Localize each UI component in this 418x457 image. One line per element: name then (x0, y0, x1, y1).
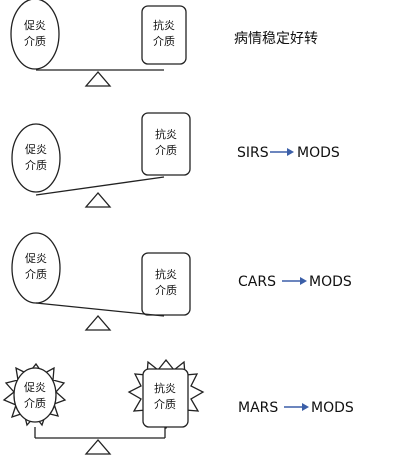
pro-inflammatory-ellipse (13, 367, 57, 423)
pro-label-line1: 促炎 (24, 18, 46, 32)
pro-label-line2: 介质 (25, 159, 47, 172)
outcome-label: MODS (297, 145, 340, 161)
anti-label-line1: 抗炎 (155, 127, 177, 141)
fulcrum-triangle (84, 71, 112, 87)
progression-arrow-head (287, 148, 294, 156)
balance-beam (35, 176, 165, 196)
condition-label: SIRS (237, 145, 269, 161)
condition-label: MARS (238, 400, 278, 416)
pro-label-line1: 促炎 (25, 142, 47, 156)
progression-arrow-head (302, 403, 309, 411)
progression-arrow-head (300, 277, 307, 285)
pro-label-line2: 介质 (25, 268, 47, 281)
pro-inflammatory-ellipse (10, 0, 60, 70)
pro-label-line1: 促炎 (25, 251, 47, 265)
outcome-label: MODS (311, 400, 354, 416)
anti-label-line1: 抗炎 (154, 381, 176, 395)
row-cars: 促炎 介质 抗炎 介质 CARS MODS (11, 232, 352, 331)
anti-inflammatory-box (141, 5, 187, 65)
anti-inflammatory-box (141, 252, 191, 316)
row-sirs: 促炎 介质 抗炎 介质 SIRS MODS (11, 112, 340, 208)
row-balanced: 促炎 介质 抗炎 介质 病情稳定好转 (10, 0, 318, 87)
outcome-label: MODS (309, 274, 352, 290)
pro-label-line1: 促炎 (24, 380, 46, 394)
pro-label-line2: 介质 (24, 35, 46, 48)
condition-label: CARS (238, 274, 276, 290)
anti-label-line2: 介质 (153, 35, 175, 48)
pro-label-line2: 介质 (24, 397, 46, 410)
balance-beam (35, 302, 165, 317)
anti-label-line2: 介质 (155, 144, 177, 157)
pro-inflammatory-ellipse (11, 123, 61, 193)
fulcrum-triangle (84, 439, 112, 455)
status-text: 病情稳定好转 (234, 31, 318, 47)
anti-label-line1: 抗炎 (153, 18, 175, 32)
anti-label-line1: 抗炎 (155, 267, 177, 281)
fulcrum-triangle (84, 192, 112, 208)
row-mars: 促炎 介质 抗炎 介质 MARS MODS (2, 358, 354, 455)
anti-label-line2: 介质 (155, 284, 177, 297)
anti-inflammatory-box (141, 112, 191, 176)
fulcrum-triangle (84, 315, 112, 331)
anti-label-line2: 介质 (154, 398, 176, 411)
